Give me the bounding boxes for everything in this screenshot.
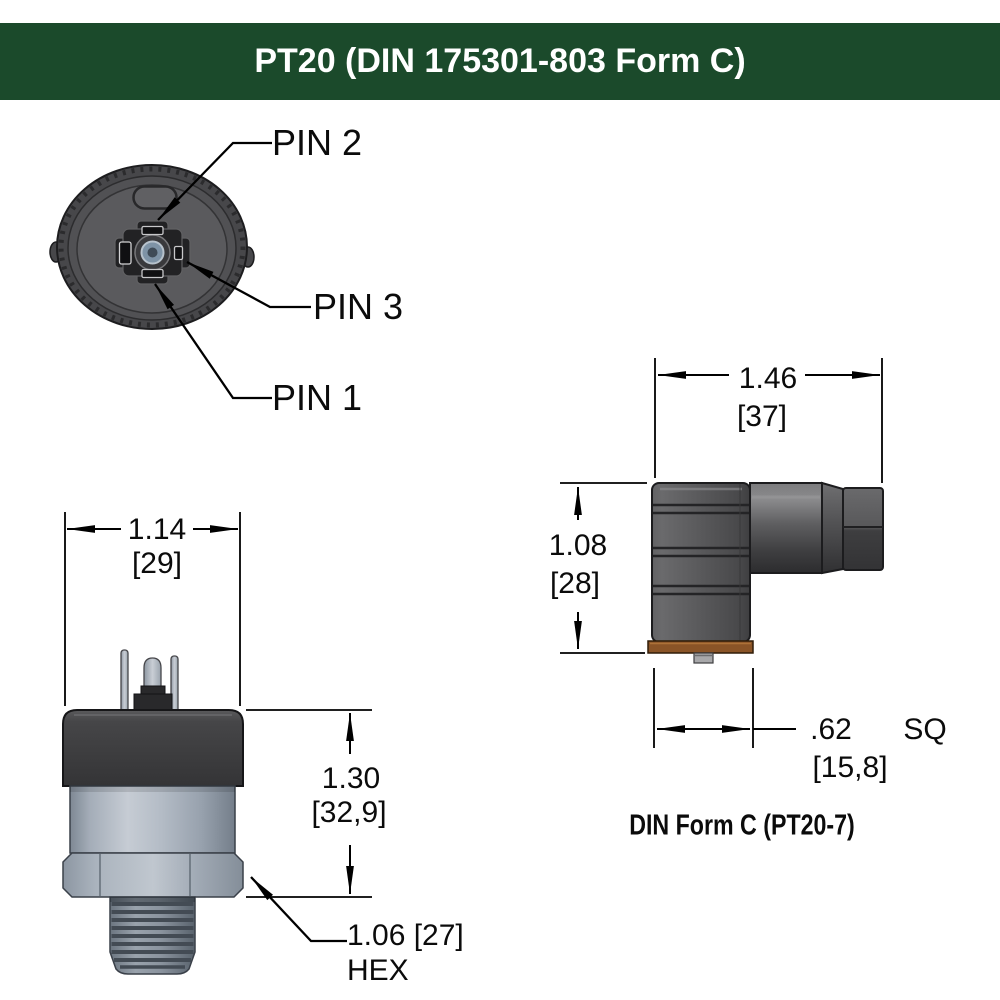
- hex-leader-arrow: [250, 876, 347, 943]
- din-height-inches: 1.08: [548, 529, 608, 562]
- transducer-height-inches: 1.30: [321, 762, 381, 795]
- pressure-transducer-drawing: [62, 649, 244, 975]
- din-body-rib-grooves: [653, 503, 749, 596]
- keyway-slot: [132, 185, 178, 210]
- hex-under-shadow: [110, 897, 195, 902]
- din-body: [651, 482, 751, 643]
- pin3-label: PIN 3: [313, 286, 404, 327]
- din-width-mm: [37]: [736, 400, 788, 433]
- page-title: PT20 (DIN 175301-803 Form C): [254, 42, 746, 80]
- pin-leader-lines: [154, 141, 311, 400]
- transducer-hex-inches: 1.06 [27]: [347, 919, 464, 952]
- din-dimension-lines: [560, 358, 883, 748]
- din-barrel-taper: [821, 481, 844, 575]
- ground-contact-slot: [118, 241, 132, 265]
- din-width-inches: 1.46: [738, 362, 798, 395]
- transducer-body: [69, 785, 236, 854]
- body-top-shadow: [70, 786, 235, 792]
- pin1-contact-slot: [141, 268, 164, 279]
- hex-facet-lines: [99, 854, 191, 896]
- din-square-suffix: SQ: [903, 713, 947, 746]
- transducer-dimension-lines: [64, 512, 372, 943]
- thread-ridges: [111, 902, 194, 969]
- center-contact-block: [114, 220, 191, 285]
- transducer-height-mm: [32,9]: [311, 796, 387, 829]
- connector-face-drawing: [49, 164, 255, 330]
- din-square-extension-lines: [653, 668, 754, 748]
- din-height-extension-lines: [560, 482, 647, 654]
- top-cap: [62, 709, 244, 787]
- pin3-leader-arrow: [186, 260, 311, 309]
- din-view-caption: DIN Form C (PT20-7): [629, 809, 855, 842]
- knurl-texture: [58, 166, 246, 328]
- width-extension-lines: [64, 512, 241, 706]
- center-contact-hole: [147, 247, 158, 258]
- transducer-width-inches: 1.14: [127, 513, 187, 546]
- din-connector-drawing: [647, 481, 884, 664]
- title-bar: PT20 (DIN 175301-803 Form C): [0, 23, 1000, 100]
- hex-nut: [62, 852, 244, 898]
- din-square-mm: [15,8]: [812, 751, 888, 784]
- din-width-extension-lines: [654, 358, 883, 483]
- pin2-contact-slot: [141, 225, 164, 236]
- transducer-hex-label: HEX: [347, 954, 409, 987]
- din-bottom-pin: [693, 652, 714, 664]
- transducer-width-mm: [29]: [131, 547, 183, 580]
- pin2-leader-arrow: [157, 141, 272, 221]
- din-hex-end: [842, 487, 884, 571]
- pin1-leader-arrow: [154, 283, 272, 400]
- left-terminal-pin: [120, 649, 129, 713]
- pin2-label: PIN 2: [272, 122, 363, 163]
- pin1-label: PIN 1: [272, 377, 363, 418]
- din-square-inches: .62: [810, 713, 852, 746]
- pin3-contact-slot: [173, 245, 184, 261]
- din-height-mm: [28]: [549, 567, 601, 600]
